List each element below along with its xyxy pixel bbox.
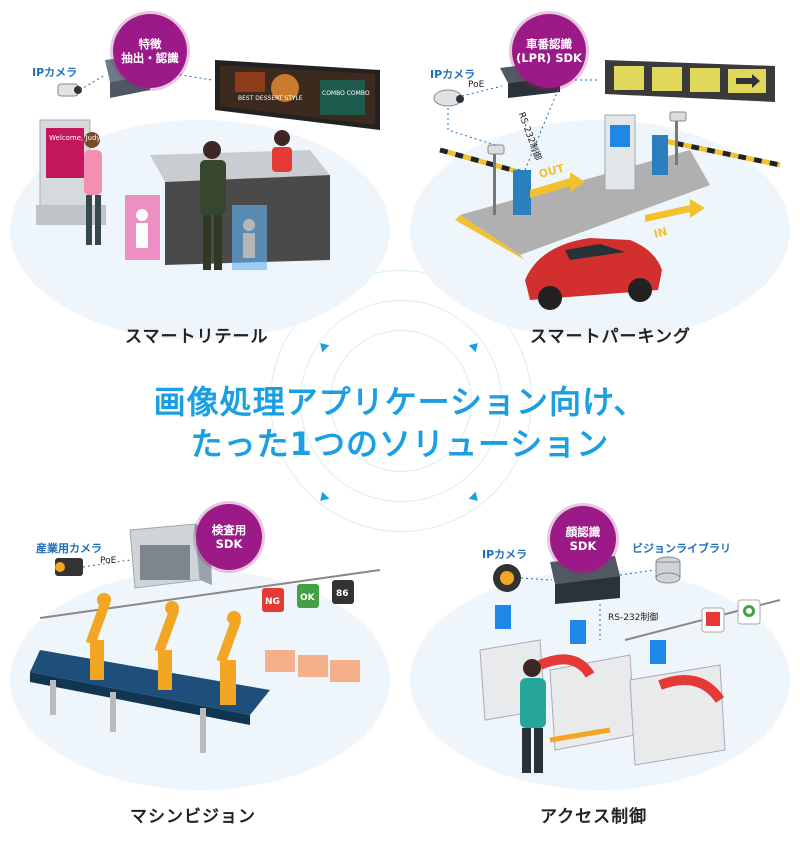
headline-line-2: たった1つのソリューション <box>190 425 610 463</box>
lpr-camera-icon <box>487 144 505 155</box>
machine-vision-panel: NG OK 86 検査用 SDK 産業用カメラ PoE マシンビジョン <box>0 500 400 850</box>
machine-vision-illustration: NG OK 86 <box>10 523 390 790</box>
machine-vision-caption: マシンビジョン <box>130 807 256 827</box>
badge-line-1: 顔認識 <box>565 525 601 539</box>
access-status-signs-icon <box>701 599 761 633</box>
visitor-icon <box>520 659 546 773</box>
smart-parking-panel: OUT IN 車番認識 (LPR) SDK IPカメラ PoE RS-232制御… <box>400 0 800 350</box>
menu-board-icon <box>215 60 380 130</box>
out-arrow-icon <box>530 172 585 198</box>
menu-board-text-2: COMBO COMBO <box>322 90 370 97</box>
badge-line-2: (LPR) SDK <box>516 51 582 65</box>
sign-ng-text: NG <box>265 597 280 607</box>
industrial-camera-icon <box>55 558 83 576</box>
badge-line-1: 検査用 <box>211 523 247 537</box>
poe-label: PoE <box>100 556 117 566</box>
staff-icon <box>272 130 292 172</box>
sign-ok-text: OK <box>300 593 316 603</box>
customer-woman-icon <box>84 132 102 245</box>
ip-camera-label: IPカメラ <box>32 66 78 79</box>
face-recognition-sdk-badge: 顔認識 SDK <box>550 506 616 572</box>
menu-board-text: BEST DESSERT STYLE <box>238 95 303 102</box>
smart-retail-illustration: Welcome, Judy BEST DESSERT STYLE COMBO C… <box>10 55 390 340</box>
smart-parking-illustration: OUT IN <box>410 60 790 340</box>
access-control-caption: アクセス制御 <box>540 807 648 827</box>
vision-library-label: ビジョンライブラリ <box>632 542 731 555</box>
vision-library-database-icon <box>655 556 681 584</box>
female-detection-icon <box>125 195 160 260</box>
feature-extraction-badge: 特徴 抽出・認識 <box>113 14 187 88</box>
car-icon <box>525 238 662 310</box>
badge-line-1: 車番認識 <box>526 37 572 51</box>
parking-lot-icon <box>460 150 710 255</box>
product-boxes-icon <box>265 650 360 682</box>
badge-line-2: SDK <box>215 537 243 551</box>
ip-camera-icon <box>433 89 464 107</box>
center-ring-3 <box>270 270 532 532</box>
inspection-signs-icon <box>262 580 354 612</box>
badge-line-2: 抽出・認識 <box>121 51 179 65</box>
kiosk-text: Welcome, Judy <box>49 134 101 142</box>
rs232-label: RS-232制御 <box>608 613 659 623</box>
lpr-sdk-badge: 車番認識 (LPR) SDK <box>512 14 586 88</box>
smart-retail-panel: Welcome, Judy BEST DESSERT STYLE COMBO C… <box>0 0 400 350</box>
ip-camera-label: IPカメラ <box>430 68 476 81</box>
inspection-sdk-badge: 検査用 SDK <box>196 504 262 570</box>
ip-camera-label: IPカメラ <box>482 548 528 561</box>
smart-retail-caption: スマートリテール <box>125 327 269 347</box>
badge-line-1: 特徴 <box>138 37 162 51</box>
ip-camera-icon <box>57 83 82 97</box>
sign-num-text: 86 <box>336 589 349 599</box>
face-screen-icon <box>495 605 511 629</box>
parking-sign-boards-icon <box>605 60 775 102</box>
road-in-text: IN <box>652 225 668 241</box>
gate-pillar-icon <box>513 170 531 215</box>
barrier-right-icon <box>659 137 781 168</box>
robot-arm-icon <box>85 593 242 705</box>
customer-man-icon <box>200 141 226 270</box>
pay-station-icon <box>604 114 636 191</box>
access-control-panel: 顔認識 SDK IPカメラ ビジョンライブラリ RS-232制御 アクセス制御 <box>400 500 800 850</box>
badge-line-2: SDK <box>569 539 597 553</box>
poe-label: PoE <box>468 80 485 90</box>
in-arrow-icon <box>645 199 705 222</box>
headline-line-1: 画像処理アプリケーション向け、 <box>153 383 647 421</box>
industrial-camera-label: 産業用カメラ <box>36 542 102 555</box>
male-detection-icon <box>232 205 267 270</box>
ip-camera-icon <box>493 564 521 592</box>
smart-parking-caption: スマートパーキング <box>530 327 691 347</box>
